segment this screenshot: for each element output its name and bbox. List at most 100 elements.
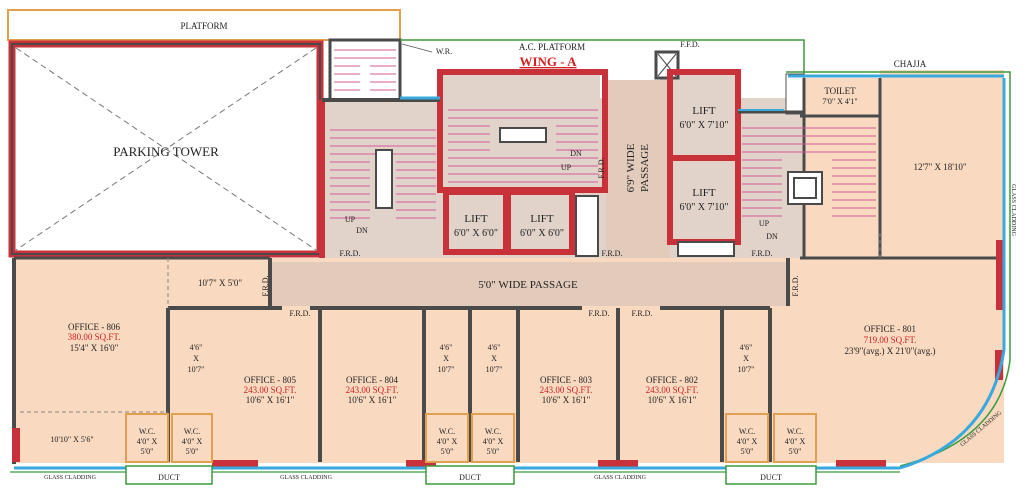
wc-5-name: W.C.: [739, 427, 755, 436]
wc-4-size2: 5'0": [487, 447, 500, 456]
office-806-name: OFFICE - 806: [68, 322, 121, 332]
office-802-size: 10'6" X 16'1": [648, 395, 697, 405]
floor-fills: [14, 70, 1004, 463]
cell-c-3: 10'7": [486, 365, 503, 374]
office-806-size: 15'4" X 16'0": [70, 343, 119, 353]
horizontal-passage-label: 5'0" WIDE PASSAGE: [478, 279, 578, 291]
office-803-size: 10'6" X 16'1": [542, 395, 591, 405]
glass-cladding-1: GLASS CLADDING: [44, 475, 97, 481]
cell-b-3: 10'7": [438, 365, 455, 374]
lift-label-2: LIFT: [530, 213, 554, 225]
lift-label-4: LIFT: [692, 187, 716, 199]
ac-platform-label: A.C. PLATFORM: [519, 42, 585, 52]
core-labels: LIFT 6'0" X 6'0" LIFT 6'0" X 6'0" LIFT 6…: [198, 86, 967, 318]
office-802-name: OFFICE - 802: [646, 375, 698, 385]
wc-1-size2: 5'0": [141, 447, 154, 456]
glass-cladding-3: GLASS CLADDING: [594, 475, 647, 481]
platform-label: PLATFORM: [180, 21, 227, 31]
cell-c-1: 4'6": [488, 343, 501, 352]
glass-cladding-2: GLASS CLADDING: [280, 475, 333, 481]
cell-c-2: X: [491, 354, 497, 363]
cell-d-1: 4'6": [740, 343, 753, 352]
wc-6-name: W.C.: [787, 427, 803, 436]
toilet-label: TOILET: [824, 86, 856, 96]
wc-2-size2: 5'0": [186, 447, 199, 456]
duct-1: DUCT: [158, 473, 180, 482]
chajja-label: CHAJJA: [894, 59, 927, 69]
wc-labels: W.C. 4'0" X 5'0" W.C. 4'0" X 5'0" W.C. 4…: [137, 427, 806, 456]
cell-a-2: X: [193, 354, 199, 363]
frd-9: F.R.D.: [597, 158, 606, 179]
frd-7: F.R.D.: [261, 276, 270, 297]
cell-a-3: 10'7": [188, 365, 205, 374]
ac-platform: A.C. PLATFORM WING - A F.F.D.: [400, 39, 805, 112]
wc-2-name: W.C.: [184, 427, 200, 436]
wc-3-size1: 4'0" X: [437, 437, 458, 446]
vertical-passage-line1: 6'9" WIDE: [625, 143, 637, 192]
office-804-name: OFFICE - 804: [346, 375, 399, 385]
wc-4-size1: 4'0" X: [483, 437, 504, 446]
stair-dn-right: DN: [766, 232, 778, 241]
lift-size-1: 6'0" X 6'0": [454, 228, 498, 239]
stair-dn-center: DN: [570, 149, 582, 158]
stair-up-center: UP: [561, 163, 572, 172]
parking-tower: PARKING TOWER: [8, 40, 324, 258]
wc-3-name: W.C.: [439, 427, 455, 436]
wc-1-name: W.C.: [139, 427, 155, 436]
office-804-area: 243.00 SQ.FT.: [346, 385, 399, 395]
lift-label-1: LIFT: [464, 213, 488, 225]
stair-dn-left: DN: [356, 226, 368, 235]
frd-1: F.R.D.: [340, 249, 361, 258]
frd-4: F.R.D.: [290, 309, 311, 318]
cell-d-2: X: [743, 354, 749, 363]
frd-6: F.R.D.: [632, 309, 653, 318]
room-1278: 12'7" X 18'10": [913, 162, 966, 172]
wc-3-size2: 5'0": [441, 447, 454, 456]
stair-treads: [330, 109, 876, 219]
office-805-area: 243.00 SQ.FT.: [244, 385, 297, 395]
stair-up-left: UP: [345, 215, 356, 224]
parking-tower-label: PARKING TOWER: [113, 144, 219, 159]
lift-size-4: 6'0" X 7'10": [680, 202, 729, 213]
core-walls: [319, 69, 882, 258]
stair-up-right: UP: [759, 219, 770, 228]
office-805-size: 10'6" X 16'1": [246, 395, 295, 405]
wc-6-size1: 4'0" X: [785, 437, 806, 446]
cell-b-2: X: [443, 354, 449, 363]
walls: [12, 230, 1004, 468]
wr-label: W.R.: [436, 47, 452, 56]
frd-2: F.R.D.: [602, 249, 623, 258]
wc-1-size1: 4'0" X: [137, 437, 158, 446]
office-801-name: OFFICE - 801: [864, 324, 916, 334]
lift-size-2: 6'0" X 6'0": [520, 228, 564, 239]
vertical-passage-line2: PASSAGE: [639, 144, 651, 192]
duct-3: DUCT: [760, 473, 782, 482]
wing-title: WING - A: [519, 54, 577, 69]
room-1010: 10'10" X 5'6": [50, 435, 93, 444]
wc-2-size1: 4'0" X: [182, 437, 203, 446]
office-804-size: 10'6" X 16'1": [348, 395, 397, 405]
wc-5-size2: 5'0": [741, 447, 754, 456]
office-806-area: 380.00 SQ.FT.: [68, 332, 121, 342]
wc-6-size2: 5'0": [789, 447, 802, 456]
duct-2: DUCT: [459, 473, 481, 482]
cell-b-1: 4'6": [440, 343, 453, 352]
office-805-name: OFFICE - 805: [244, 375, 297, 385]
ffd-label: F.F.D.: [680, 40, 699, 49]
office-803-name: OFFICE - 803: [540, 375, 593, 385]
cell-a-1: 4'6": [190, 343, 203, 352]
office-803-area: 243.00 SQ.FT.: [540, 385, 593, 395]
platform: PLATFORM: [7, 9, 401, 41]
frd-8: F.R.D.: [791, 276, 800, 297]
office-labels: OFFICE - 806 380.00 SQ.FT. 15'4" X 16'0"…: [50, 322, 935, 444]
staircase-top: W.R.: [328, 38, 452, 102]
wc-boxes: [125, 413, 817, 463]
frd-5: F.R.D.: [589, 309, 610, 318]
room-1007: 10'7" X 5'0": [198, 278, 242, 288]
office-802-area: 243.00 SQ.FT.: [646, 385, 699, 395]
stair-wells: [375, 127, 823, 209]
ducts: [125, 465, 817, 485]
cell-d-3: 10'7": [738, 365, 755, 374]
lift-size-3: 6'0" X 7'10": [680, 120, 729, 131]
